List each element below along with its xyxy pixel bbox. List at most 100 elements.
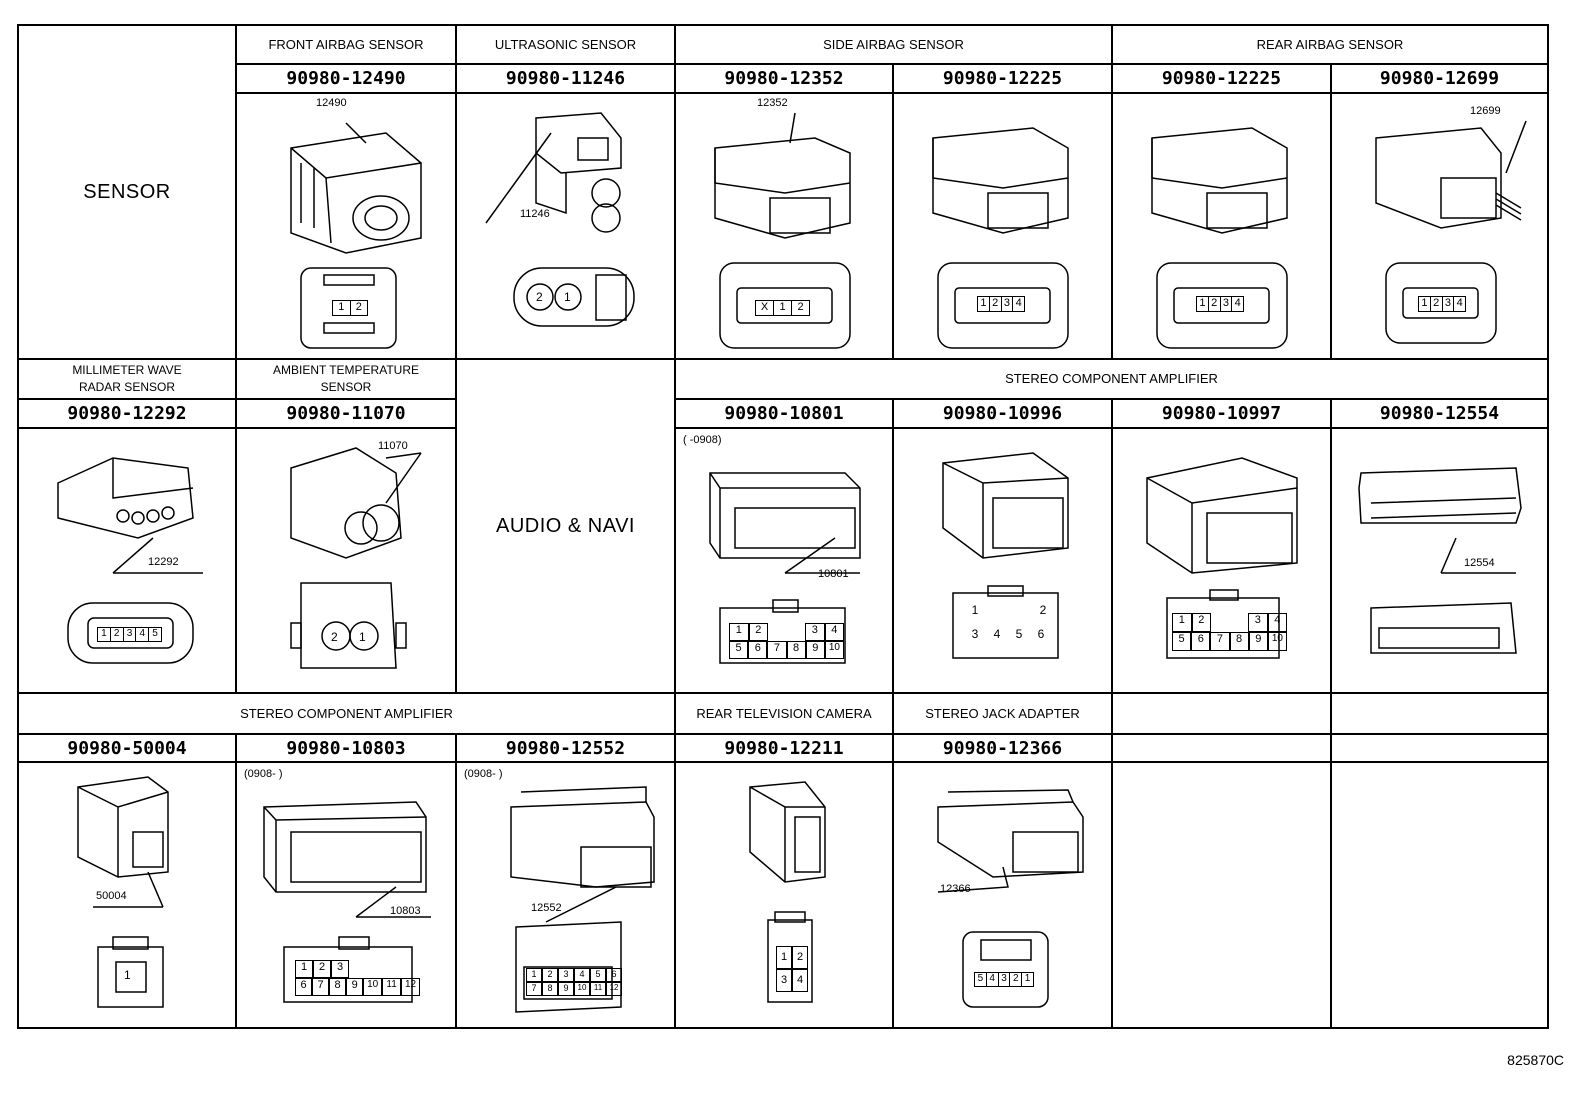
pin-grid: 1 2 3 4 — [776, 946, 808, 992]
audio-navi-label: AUDIO & NAVI — [496, 514, 635, 537]
connector-drawing — [1358, 467, 1522, 654]
pin: 6 — [1037, 627, 1045, 641]
pin: 3 — [776, 969, 792, 992]
pin: 2 — [1039, 603, 1047, 617]
pin-gap — [768, 623, 805, 641]
pin: 7 — [526, 982, 542, 996]
pin-row: 5 4 3 2 1 — [974, 972, 1034, 987]
pin: 6 — [606, 968, 622, 982]
group-title-side-airbag: SIDE AIRBAG SENSOR — [823, 36, 964, 52]
connector-drawing — [57, 457, 203, 664]
pin-grid: 1 2 3 6 7 8 9 10 11 12 — [295, 960, 420, 996]
part-tag: 12552 — [531, 902, 562, 914]
pin: 9 — [346, 978, 364, 996]
pin-row: X 1 2 — [755, 300, 810, 316]
pin: 2 — [1191, 613, 1212, 632]
pin-grid: 1 2 3 4 5 6 7 8 9 10 11 12 — [526, 968, 622, 998]
pin: 1 — [971, 603, 979, 617]
connector-drawing — [1151, 127, 1288, 349]
part-tag: 12366 — [940, 883, 971, 895]
pin: 12 — [401, 978, 420, 996]
pin-1: 1 — [1197, 297, 1209, 311]
pin: 5 — [729, 641, 749, 659]
pin: 11 — [590, 982, 606, 996]
pin: 9 — [1248, 632, 1268, 651]
pin-3: 3 — [1221, 297, 1233, 311]
connector-drawing — [1375, 120, 1527, 344]
part-tag: 12554 — [1464, 557, 1495, 569]
group-title-front-airbag: FRONT AIRBAG SENSOR — [268, 36, 424, 52]
group-title-millimeter-wave: MILLIMETER WAVE RADAR SENSOR — [72, 363, 182, 394]
pin: 3 — [1248, 613, 1268, 632]
part-number: 90980-11070 — [286, 403, 406, 424]
pin: 10 — [574, 982, 590, 996]
pin-2: 2 — [797, 301, 804, 313]
pin-5: 5 — [975, 973, 987, 986]
group-title-ambient-temp: AMBIENT TEMPERATURE SENSOR — [272, 363, 420, 394]
part-number: 90980-10803 — [286, 737, 406, 759]
connector-drawing — [749, 781, 826, 1003]
part-number: 90980-12490 — [286, 68, 406, 89]
group-title-ultrasonic: ULTRASONIC SENSOR — [494, 36, 637, 52]
pin-grid: 1 2 3 4 5 6 7 8 9 10 — [1172, 613, 1288, 651]
pin-5: 5 — [152, 628, 158, 639]
part-number: 90980-12366 — [942, 737, 1063, 759]
pin: 8 — [329, 978, 347, 996]
part-number: 90980-12554 — [1379, 403, 1500, 424]
date-note: (0908- ) — [244, 768, 283, 780]
pin-2: 2 — [331, 630, 338, 644]
connector-drawing — [942, 452, 1069, 659]
pin: 1 — [295, 960, 313, 978]
pin-3: 3 — [124, 628, 137, 641]
pin-1: 1 — [1419, 297, 1431, 311]
pin: 6 — [1191, 632, 1211, 651]
part-tag: 10801 — [818, 568, 849, 580]
pin: 4 — [1267, 613, 1288, 632]
pin-3: 3 — [1002, 297, 1014, 311]
pin: 3 — [558, 968, 574, 982]
pin: 1 — [776, 946, 792, 969]
pin-1: 1 — [333, 301, 351, 315]
pin: 10 — [1267, 632, 1288, 651]
pin-row: 1 2 3 4 — [1418, 296, 1466, 312]
pin-1: 1 — [1024, 973, 1031, 984]
connector-drawing — [290, 122, 422, 349]
date-note: (0908- ) — [464, 768, 503, 780]
part-number: 90980-12211 — [724, 737, 844, 759]
reference-number: 825870C — [1507, 1052, 1564, 1068]
pin-row: 1 2 — [332, 300, 368, 316]
part-tag: 12490 — [316, 97, 347, 109]
pin-row: 1 2 3 4 — [1196, 296, 1244, 312]
pin: 8 — [1229, 632, 1249, 651]
pin-4: 4 — [1015, 297, 1022, 309]
pin: 10 — [824, 641, 845, 659]
part-number: 90980-12225 — [1161, 68, 1282, 89]
connector-drawing — [485, 112, 635, 327]
connector-drawing — [709, 472, 861, 664]
pin-4: 4 — [987, 973, 999, 986]
connector-drawing — [714, 112, 851, 349]
pin: 4 — [993, 627, 1001, 641]
pin-2: 2 — [536, 290, 543, 304]
pin: 2 — [313, 960, 331, 978]
pin: 3 — [331, 960, 349, 978]
pin: 1 — [1172, 613, 1192, 632]
part-tag: 11070 — [378, 440, 408, 452]
part-number: 90980-10801 — [724, 403, 844, 424]
pin: 6 — [295, 978, 313, 996]
part-number: 90980-12352 — [724, 68, 844, 89]
pin: 9 — [558, 982, 574, 996]
connector-drawing — [1146, 457, 1298, 659]
pin-row: 1 2 3 4 5 — [97, 627, 162, 642]
pin-4: 4 — [1234, 297, 1241, 309]
pin: 1 — [729, 623, 749, 641]
connector-drawing — [932, 127, 1069, 349]
connector-drawing — [77, 776, 169, 1008]
group-title-stereo-jack: STEREO JACK ADAPTER — [925, 705, 1080, 721]
part-number: 90980-10996 — [942, 403, 1063, 424]
part-tag: 12292 — [148, 556, 179, 568]
pin-gap — [1211, 613, 1248, 632]
pin-gap — [986, 603, 1032, 627]
pin-2: 2 — [1431, 297, 1443, 311]
